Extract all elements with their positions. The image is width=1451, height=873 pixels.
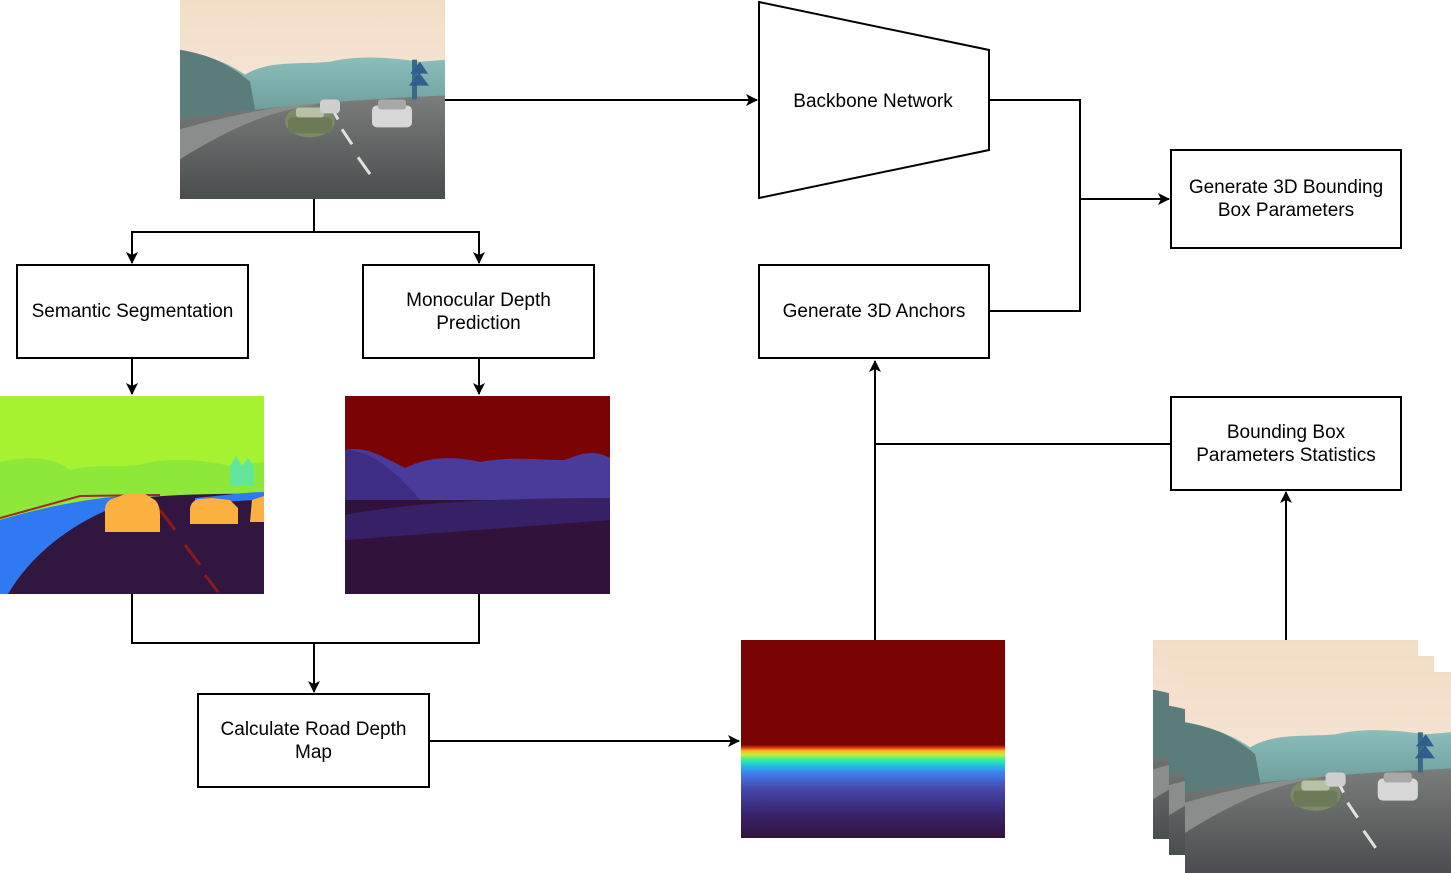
road-depth-label: Calculate Road Depth Map [220,718,407,763]
backbone-network-node: Backbone Network [758,0,990,200]
backbone-network-label: Backbone Network [793,91,953,112]
generate-3d-anchors-label: Generate 3D Anchors [782,301,966,322]
edge-image-branch [126,199,315,264]
generate-3d-bbox-label: Generate 3D Bounding Box Parameters [1188,177,1384,221]
generate-3d-bbox-node: Generate 3D Bounding Box Parameters [1170,149,1402,249]
segmentation-image [0,396,264,594]
monocular-depth-label: Monocular Depth Prediction [406,289,551,334]
bbox-stats-node: Bounding Box Parameters Statistics [1170,396,1402,491]
input-image [180,0,445,199]
semantic-segmentation-label: Semantic Segmentation [31,301,234,322]
edge-image-to-depth [314,231,485,264]
road-depth-node: Calculate Road Depth Map [197,693,430,788]
edge-backbone-merge [989,99,1081,312]
road-depth-map-image [741,640,1005,838]
connectors [126,94,1292,747]
generate-3d-anchors-node: Generate 3D Anchors [758,264,990,359]
monocular-depth-node: Monocular Depth Prediction [362,264,595,359]
edge-seg-image-merge [131,594,480,644]
semantic-segmentation-node: Semantic Segmentation [16,264,249,359]
bbox-stats-label: Bounding Box Parameters Statistics [1196,421,1376,466]
depth-prediction-image [345,396,610,594]
dataset-images-stack [1153,640,1451,873]
